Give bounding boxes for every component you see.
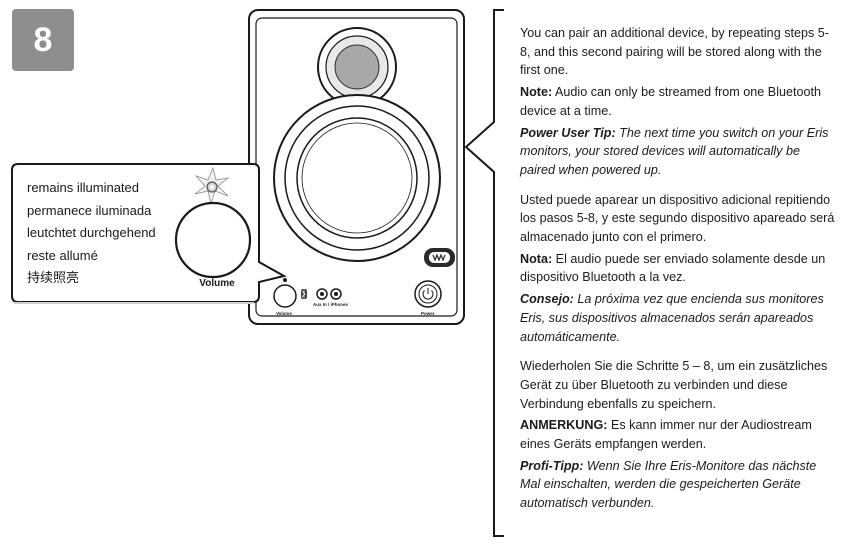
callout-text-block: remains illuminated permanece iluminada … (27, 177, 187, 290)
text-panel-bracket (464, 9, 504, 537)
en-note: Note: Audio can only be streamed from on… (520, 83, 836, 120)
callout-line-zh: 持续照亮 (27, 270, 80, 285)
de-note-label: ANMERKUNG: (520, 418, 608, 433)
en-body: You can pair an additional device, by re… (520, 26, 829, 78)
woofer (273, 94, 441, 262)
en-tip-text: The next time you switch on your Eris mo… (520, 125, 829, 177)
callout-line-es: permanece iluminada (27, 202, 152, 218)
de-tip-text: Wenn Sie Ihre Eris-Monitore das nächste … (520, 458, 817, 511)
es-tip-text: La próxima vez que encienda sus monitore… (520, 292, 824, 344)
es-tip-label: Consejo: (520, 292, 574, 307)
callout-volume-label: Volume (199, 278, 235, 289)
speaker-volume-knob (273, 278, 297, 308)
de-tip-label: Profi-Tipp: (520, 458, 584, 473)
callout-line-de: leutchtet durchgehend (27, 225, 156, 240)
de-note: ANMERKUNG: Es kann immer nur der Audiost… (520, 416, 836, 453)
en-note-text: Audio can only be streamed from one Blue… (520, 85, 822, 118)
es-tip: Consejo: La próxima vez que encienda sus… (520, 290, 836, 346)
de-note-text: Es kann immer nur der Audiostream eines … (520, 418, 812, 452)
instructions-panel: You can pair an additional device, by re… (520, 24, 836, 516)
en-note-label: Note: (520, 85, 553, 100)
power-button (414, 280, 442, 308)
speaker-power-label: Power (421, 311, 435, 316)
speaker-volume-label: Volume (276, 311, 292, 316)
de-body: Wiederholen Sie die Schritte 5 – 8, um e… (520, 359, 828, 411)
es-body: Usted puede aparear un dispositivo adici… (520, 192, 835, 245)
callout-line-en: remains illuminated (27, 180, 139, 195)
tweeter (317, 27, 397, 107)
de-tip: Profi-Tipp: Wenn Sie Ihre Eris-Monitore … (520, 457, 836, 513)
es-note-text: El audio puede ser enviado solamente des… (520, 251, 826, 285)
es-note: Nota: El audio puede ser enviado solamen… (520, 250, 836, 287)
brand-logo (424, 248, 455, 267)
en-tip: Power User Tip: The next time you switch… (520, 124, 836, 180)
callout-volume-knob (174, 201, 252, 279)
speaker-aux-label: Aux In / iPhones (313, 302, 349, 307)
aux-input-jacks (316, 288, 342, 300)
step-number-badge: 8 (12, 9, 74, 71)
es-note-label: Nota: (520, 251, 553, 266)
callout-line-fr: reste allumé (27, 247, 98, 263)
en-tip-label: Power User Tip: (520, 125, 616, 140)
bluetooth-icon (301, 289, 307, 299)
